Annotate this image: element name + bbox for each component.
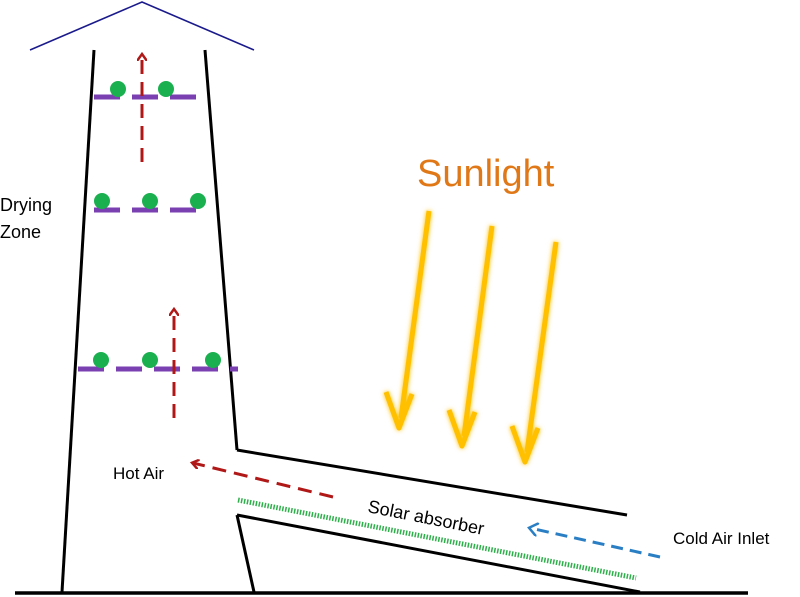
hot-air-arrow-duct-icon xyxy=(193,463,334,499)
collector-top xyxy=(236,448,628,517)
sun-ray-arrow-icon xyxy=(383,210,432,431)
hot-air-label: Hot Air xyxy=(113,464,164,483)
solar-absorber-label: Solar absorber xyxy=(366,496,486,539)
tower-right-wall-upper xyxy=(203,49,239,451)
product-dot xyxy=(94,193,110,209)
sunlight-label: Sunlight xyxy=(417,153,555,195)
tower-left-wall xyxy=(60,49,96,593)
product-dot xyxy=(190,193,206,209)
drying-zone-label-line2: Zone xyxy=(0,222,41,242)
sun-ray-arrow-icon xyxy=(509,241,559,465)
cold-air-arrow-icon xyxy=(530,528,661,559)
collector-bottom xyxy=(236,513,641,594)
cold-air-inlet-label: Cold Air Inlet xyxy=(673,529,770,548)
roof xyxy=(29,1,255,51)
drying-zone-label-line1: Drying xyxy=(0,195,52,215)
product-dot xyxy=(110,81,126,97)
product-dot xyxy=(142,193,158,209)
product-dot xyxy=(93,352,109,368)
sun-rays xyxy=(383,210,559,465)
tower-right-wall-lower xyxy=(235,514,256,593)
sun-ray-arrow-icon xyxy=(446,225,495,449)
product-dot xyxy=(142,352,158,368)
product-dot xyxy=(205,352,221,368)
product-dot xyxy=(158,81,174,97)
